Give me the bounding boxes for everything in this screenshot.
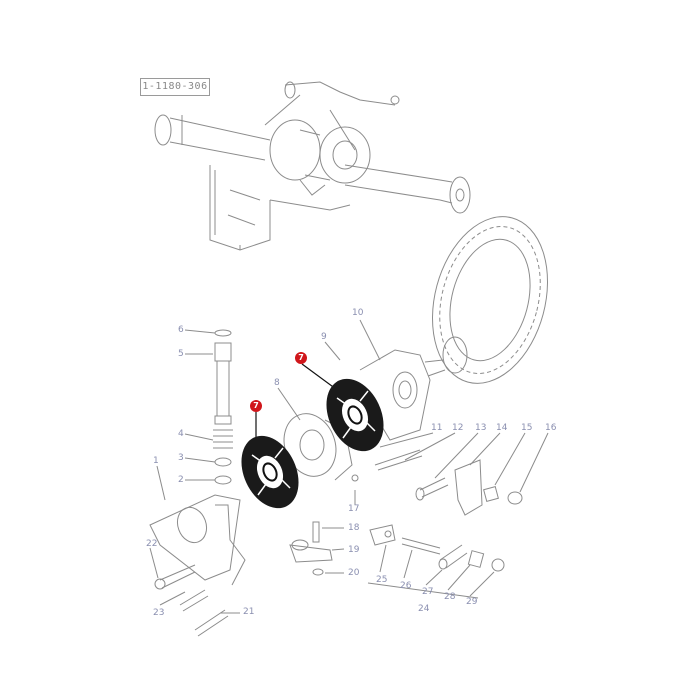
callout-20: 20 xyxy=(348,568,360,578)
callout-7-highlight-b[interactable]: 7 xyxy=(295,352,307,364)
arm-19 xyxy=(289,521,333,576)
spring-shaft-assembly xyxy=(213,329,233,485)
lever-plate xyxy=(149,494,246,586)
pin-12 xyxy=(374,449,423,471)
callout-18: 18 xyxy=(348,523,360,533)
callout-1: 1 xyxy=(153,456,159,466)
callout-4: 4 xyxy=(178,429,184,439)
callout-10: 10 xyxy=(352,308,364,318)
callout-11: 11 xyxy=(431,423,443,433)
friction-disc-7b xyxy=(301,363,384,452)
callout-16: 16 xyxy=(545,423,557,433)
callout-23: 23 xyxy=(153,608,165,618)
nut-29 xyxy=(491,558,505,572)
callout-14: 14 xyxy=(496,423,508,433)
callout-22: 22 xyxy=(146,539,158,549)
callout-25: 25 xyxy=(376,575,388,585)
callout-24: 24 xyxy=(418,604,430,614)
callout-7-highlight-a[interactable]: 7 xyxy=(250,400,262,412)
pin-13 xyxy=(419,477,449,498)
bracket-14 xyxy=(454,459,483,516)
pin-21 xyxy=(194,609,229,637)
plate-28 xyxy=(467,550,485,568)
diff-lock-housing xyxy=(359,349,431,441)
callout-21: 21 xyxy=(243,607,255,617)
callout-26: 26 xyxy=(400,581,412,591)
callout-9: 9 xyxy=(321,332,327,342)
pin-27 xyxy=(439,544,468,569)
fork-25 xyxy=(369,524,396,546)
callout-6: 6 xyxy=(178,325,184,335)
diagram-reference-code: 1-1180-306 xyxy=(140,78,210,96)
callout-13: 13 xyxy=(475,423,487,433)
callout-2: 2 xyxy=(178,475,184,485)
rear-axle-housing xyxy=(154,81,471,251)
callout-17: 17 xyxy=(348,504,360,514)
friction-disc-7a xyxy=(241,412,299,509)
pin-23 xyxy=(179,589,209,612)
nut-16 xyxy=(507,491,523,505)
callout-29: 29 xyxy=(466,597,478,607)
callout-5: 5 xyxy=(178,349,184,359)
callout-3: 3 xyxy=(178,453,184,463)
crown-wheel xyxy=(424,216,549,384)
callout-12: 12 xyxy=(452,423,464,433)
bracket-line-24 xyxy=(367,582,479,599)
callout-27: 27 xyxy=(422,587,434,597)
plate-15 xyxy=(483,486,499,502)
callout-15: 15 xyxy=(521,423,533,433)
bolt-22 xyxy=(159,564,196,589)
callout-19: 19 xyxy=(348,545,360,555)
callout-8: 8 xyxy=(274,378,280,388)
pin-26 xyxy=(401,537,441,555)
callout-28: 28 xyxy=(444,592,456,602)
